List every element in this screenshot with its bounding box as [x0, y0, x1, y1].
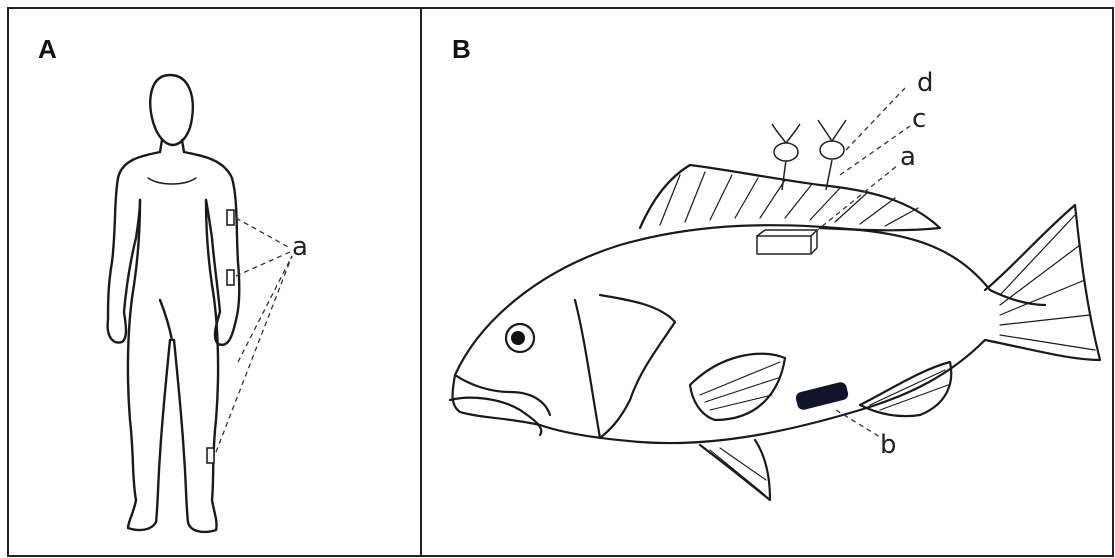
human-figure [108, 75, 240, 532]
callout-a-leaders [216, 218, 292, 452]
tag-a-device [757, 230, 817, 254]
panel-a-border [8, 8, 421, 556]
sensor-calf [207, 448, 214, 463]
callout-d-label: d [917, 68, 934, 98]
fish-body [450, 165, 1100, 500]
panel-b-label: B [452, 34, 471, 65]
sensor-upper-arm [227, 210, 234, 225]
callout-a-label: a [292, 232, 308, 262]
panel-a-label: A [38, 34, 57, 65]
tag-b-device [795, 381, 850, 411]
fish-eye-pupil [511, 331, 525, 345]
callout-c-label: c [912, 104, 926, 134]
callout-a-fish-label: a [900, 142, 916, 172]
sensor-forearm [227, 270, 234, 285]
tag-c-d-devices [772, 120, 846, 190]
callout-b-label: b [880, 430, 897, 460]
